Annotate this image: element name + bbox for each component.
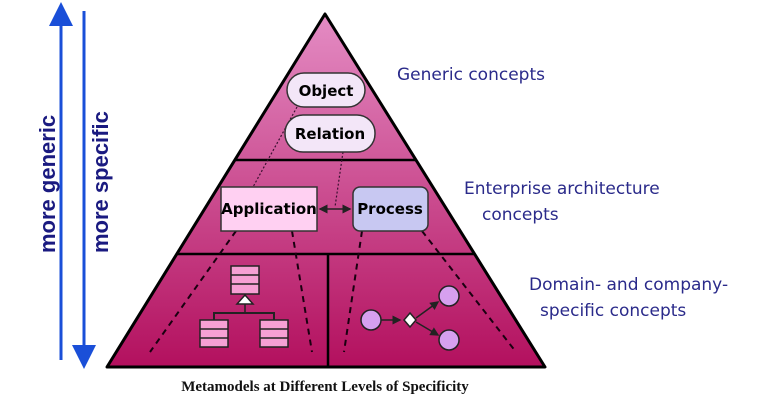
object-pill	[286, 72, 366, 108]
relation-label: Relation	[295, 125, 365, 143]
side-arrows: more generic more specific	[35, 2, 113, 369]
gateway-diamond-icon	[403, 311, 417, 329]
class-icon-child-left	[199, 319, 229, 348]
process-node-bottom	[438, 329, 460, 351]
level-labels: Generic concepts Enterprise architecture…	[397, 65, 728, 321]
pyramid	[105, 12, 547, 369]
process-box	[352, 186, 429, 232]
relation-pill	[284, 114, 376, 153]
application-label: Application	[221, 200, 317, 218]
generic-concepts-label: Generic concepts	[397, 65, 545, 85]
more-generic-label: more generic	[35, 115, 60, 253]
generic-concepts-elements: Object Relation	[284, 72, 376, 153]
enterprise-architecture-label-line1: Enterprise architecture	[464, 179, 660, 199]
process-node-start	[360, 309, 382, 331]
domain-specific-label-line2: specific concepts	[540, 301, 686, 321]
class-icon-parent	[230, 265, 260, 295]
process-left-projection	[343, 230, 363, 353]
enterprise-architecture-label-line2: concepts	[482, 205, 559, 225]
enterprise-concepts-elements: Application Process	[220, 186, 429, 232]
connectors	[149, 106, 517, 353]
application-right-projection	[291, 230, 313, 353]
application-left-projection	[149, 230, 237, 353]
figure-caption: Metamodels at Different Levels of Specif…	[181, 379, 469, 395]
object-to-application-link	[252, 106, 298, 188]
pyramid-body	[105, 12, 547, 369]
object-label: Object	[299, 82, 354, 100]
relation-to-association-link	[334, 151, 344, 208]
process-flow-icon	[360, 285, 460, 351]
process-right-projection	[421, 230, 517, 353]
class-icon-child-right	[259, 319, 289, 348]
class-hierarchy-icon	[199, 265, 289, 348]
application-box	[220, 186, 318, 232]
domain-specific-label-line1: Domain- and company-	[529, 275, 728, 295]
process-label: Process	[357, 200, 423, 218]
process-node-top	[438, 285, 460, 307]
more-specific-label: more specific	[88, 111, 113, 253]
